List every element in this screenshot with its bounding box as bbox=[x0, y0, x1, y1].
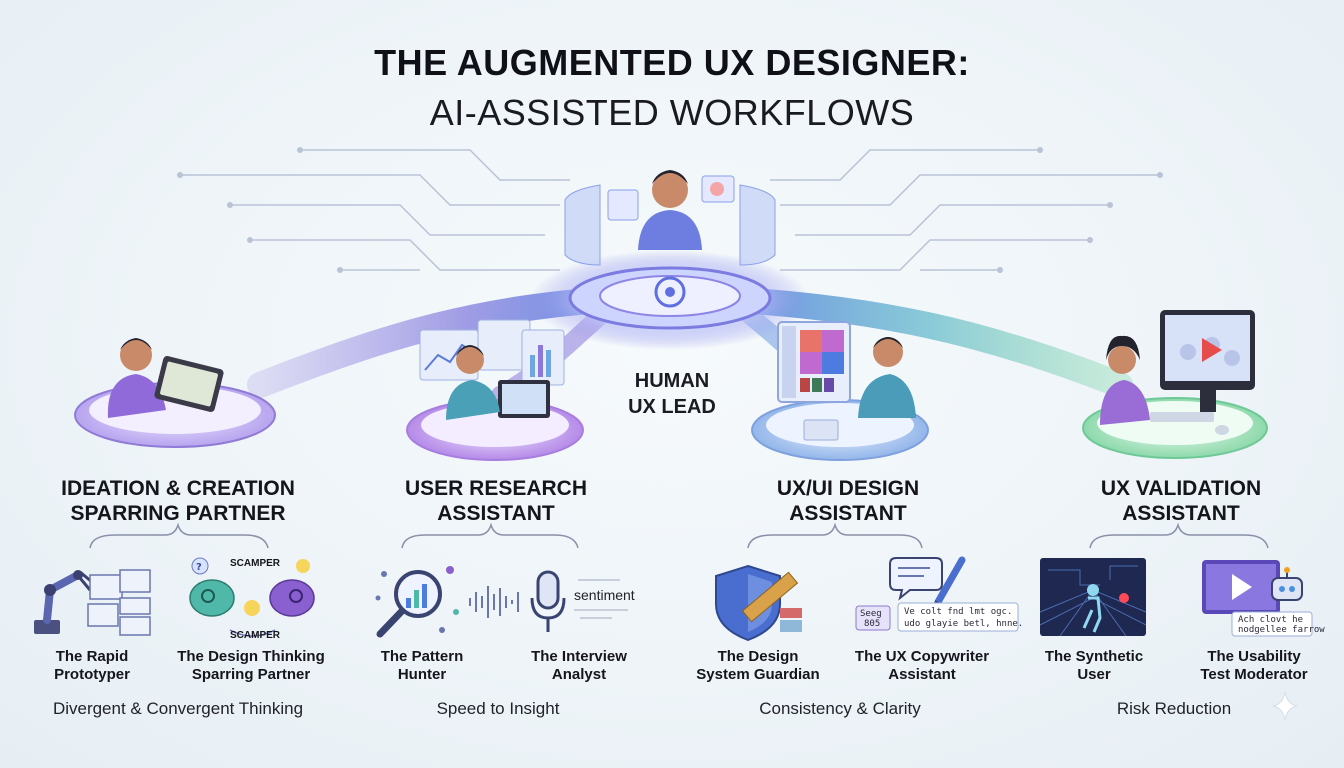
pillar-tagline-design: Consistency & Clarity bbox=[759, 699, 921, 718]
svg-text:?: ? bbox=[196, 562, 202, 573]
tool-label-1: The Synthetic bbox=[1044, 648, 1144, 665]
card-text-2: udo glayie betl, hnne. bbox=[904, 619, 1023, 629]
validation-pod bbox=[1082, 310, 1268, 459]
synthetic-user-icon bbox=[1039, 558, 1147, 637]
microphone-sentiment-icon: sentiment bbox=[469, 570, 635, 632]
heading-line-2: SPARRING PARTNER bbox=[70, 502, 286, 525]
heading-line-2: ASSISTANT bbox=[437, 502, 555, 525]
heading-line-1: UX/UI DESIGN bbox=[776, 477, 920, 500]
heading-line-1: USER RESEARCH bbox=[404, 477, 588, 500]
pillar-heading-research: USER RESEARCH ASSISTANT bbox=[356, 476, 636, 526]
tool-rapid-prototyper: The Rapid Prototyper bbox=[0, 648, 187, 684]
shield-ruler-icon bbox=[715, 564, 802, 642]
robot-arm-wireframe-icon bbox=[34, 569, 151, 636]
tool-interview-analyst: The Interview Analyst bbox=[484, 648, 674, 684]
brain-lightbulb-icon: ? SCAMPER SCAMPER bbox=[189, 557, 315, 641]
tool-label-2: Sparring Partner bbox=[191, 666, 311, 683]
tool-design-system-guardian: The Design System Guardian bbox=[663, 648, 853, 684]
tool-label-1: The Interview bbox=[531, 648, 627, 665]
tool-label-1: The Usability bbox=[1207, 648, 1301, 665]
tool-label-2: Hunter bbox=[397, 666, 447, 683]
heading-line-1: IDEATION & CREATION bbox=[61, 477, 295, 500]
scamper-top-text: SCAMPER bbox=[230, 558, 281, 569]
research-pod bbox=[406, 319, 584, 461]
lead-line-1: HUMAN bbox=[634, 370, 710, 392]
tool-label-2: Analyst bbox=[551, 666, 607, 683]
ideation-pod bbox=[74, 338, 276, 448]
pillar-heading-validation: UX VALIDATION ASSISTANT bbox=[1041, 476, 1321, 526]
heading-line-2: ASSISTANT bbox=[1122, 502, 1240, 525]
bubble-text-2: nodgellee farrow bbox=[1238, 625, 1325, 635]
pillar-heading-design: UX/UI DESIGN ASSISTANT bbox=[708, 476, 988, 526]
chip-text-1: Seeg bbox=[860, 609, 882, 619]
video-robot-icon: Ach clovt he nodgellee farrow bbox=[1202, 560, 1325, 637]
human-ux-lead-label: HUMAN UX LEAD bbox=[602, 368, 742, 420]
pillar-tagline-research: Speed to Insight bbox=[436, 699, 560, 718]
tool-design-thinking-partner: The Design Thinking Sparring Partner bbox=[156, 648, 346, 684]
tool-synthetic-user: The Synthetic User bbox=[999, 648, 1189, 684]
design-pod bbox=[751, 321, 929, 461]
pillar-heading-ideation: IDEATION & CREATION SPARRING PARTNER bbox=[38, 476, 318, 526]
page-title: THE AUGMENTED UX DESIGNER: bbox=[374, 42, 970, 83]
tool-label-1: The Design Thinking bbox=[177, 648, 325, 665]
page-subtitle: AI-ASSISTED WORKFLOWS bbox=[429, 92, 915, 133]
tool-label-2: Prototyper bbox=[54, 666, 130, 683]
pillar-tagline-validation: Risk Reduction bbox=[1116, 699, 1232, 718]
bubble-text-1: Ach clovt he bbox=[1238, 615, 1303, 625]
lead-line-2: UX LEAD bbox=[628, 396, 716, 418]
heading-line-1: UX VALIDATION bbox=[1100, 477, 1262, 500]
pillar-tagline-ideation: Divergent & Convergent Thinking bbox=[52, 699, 304, 718]
heading-line-2: ASSISTANT bbox=[789, 502, 907, 525]
tool-usability-test-moderator: The Usability Test Moderator bbox=[1159, 648, 1344, 684]
sentiment-text: sentiment bbox=[574, 587, 635, 603]
tool-label-2: Test Moderator bbox=[1200, 666, 1308, 683]
tool-label-2: User bbox=[1077, 666, 1111, 683]
card-text-1: Ve colt fnd lmt ogc. bbox=[904, 607, 1012, 617]
tool-label-2: System Guardian bbox=[696, 666, 820, 683]
circuit-traces-left bbox=[180, 149, 570, 271]
circuit-traces-right bbox=[770, 149, 1160, 271]
tool-label-1: The UX Copywriter bbox=[854, 648, 990, 665]
sparkle-icon bbox=[1272, 691, 1298, 721]
magnifier-chart-icon bbox=[375, 566, 459, 638]
chip-text-2: 805 bbox=[864, 619, 880, 629]
tool-label-2: Assistant bbox=[888, 666, 956, 683]
tool-label-1: The Design bbox=[717, 648, 799, 665]
tool-ux-copywriter-assistant: The UX Copywriter Assistant bbox=[827, 648, 1017, 684]
tool-pattern-hunter: The Pattern Hunter bbox=[327, 648, 517, 684]
central-hub bbox=[530, 170, 810, 350]
heading-brackets bbox=[89, 522, 1269, 549]
scamper-bottom-text: SCAMPER bbox=[230, 630, 281, 641]
tool-label-1: The Rapid bbox=[55, 648, 129, 665]
speech-bubble-pen-icon: Seeg 805 Ve colt fnd lmt ogc. udo glayie… bbox=[855, 556, 1023, 632]
tool-label-1: The Pattern bbox=[380, 648, 464, 665]
